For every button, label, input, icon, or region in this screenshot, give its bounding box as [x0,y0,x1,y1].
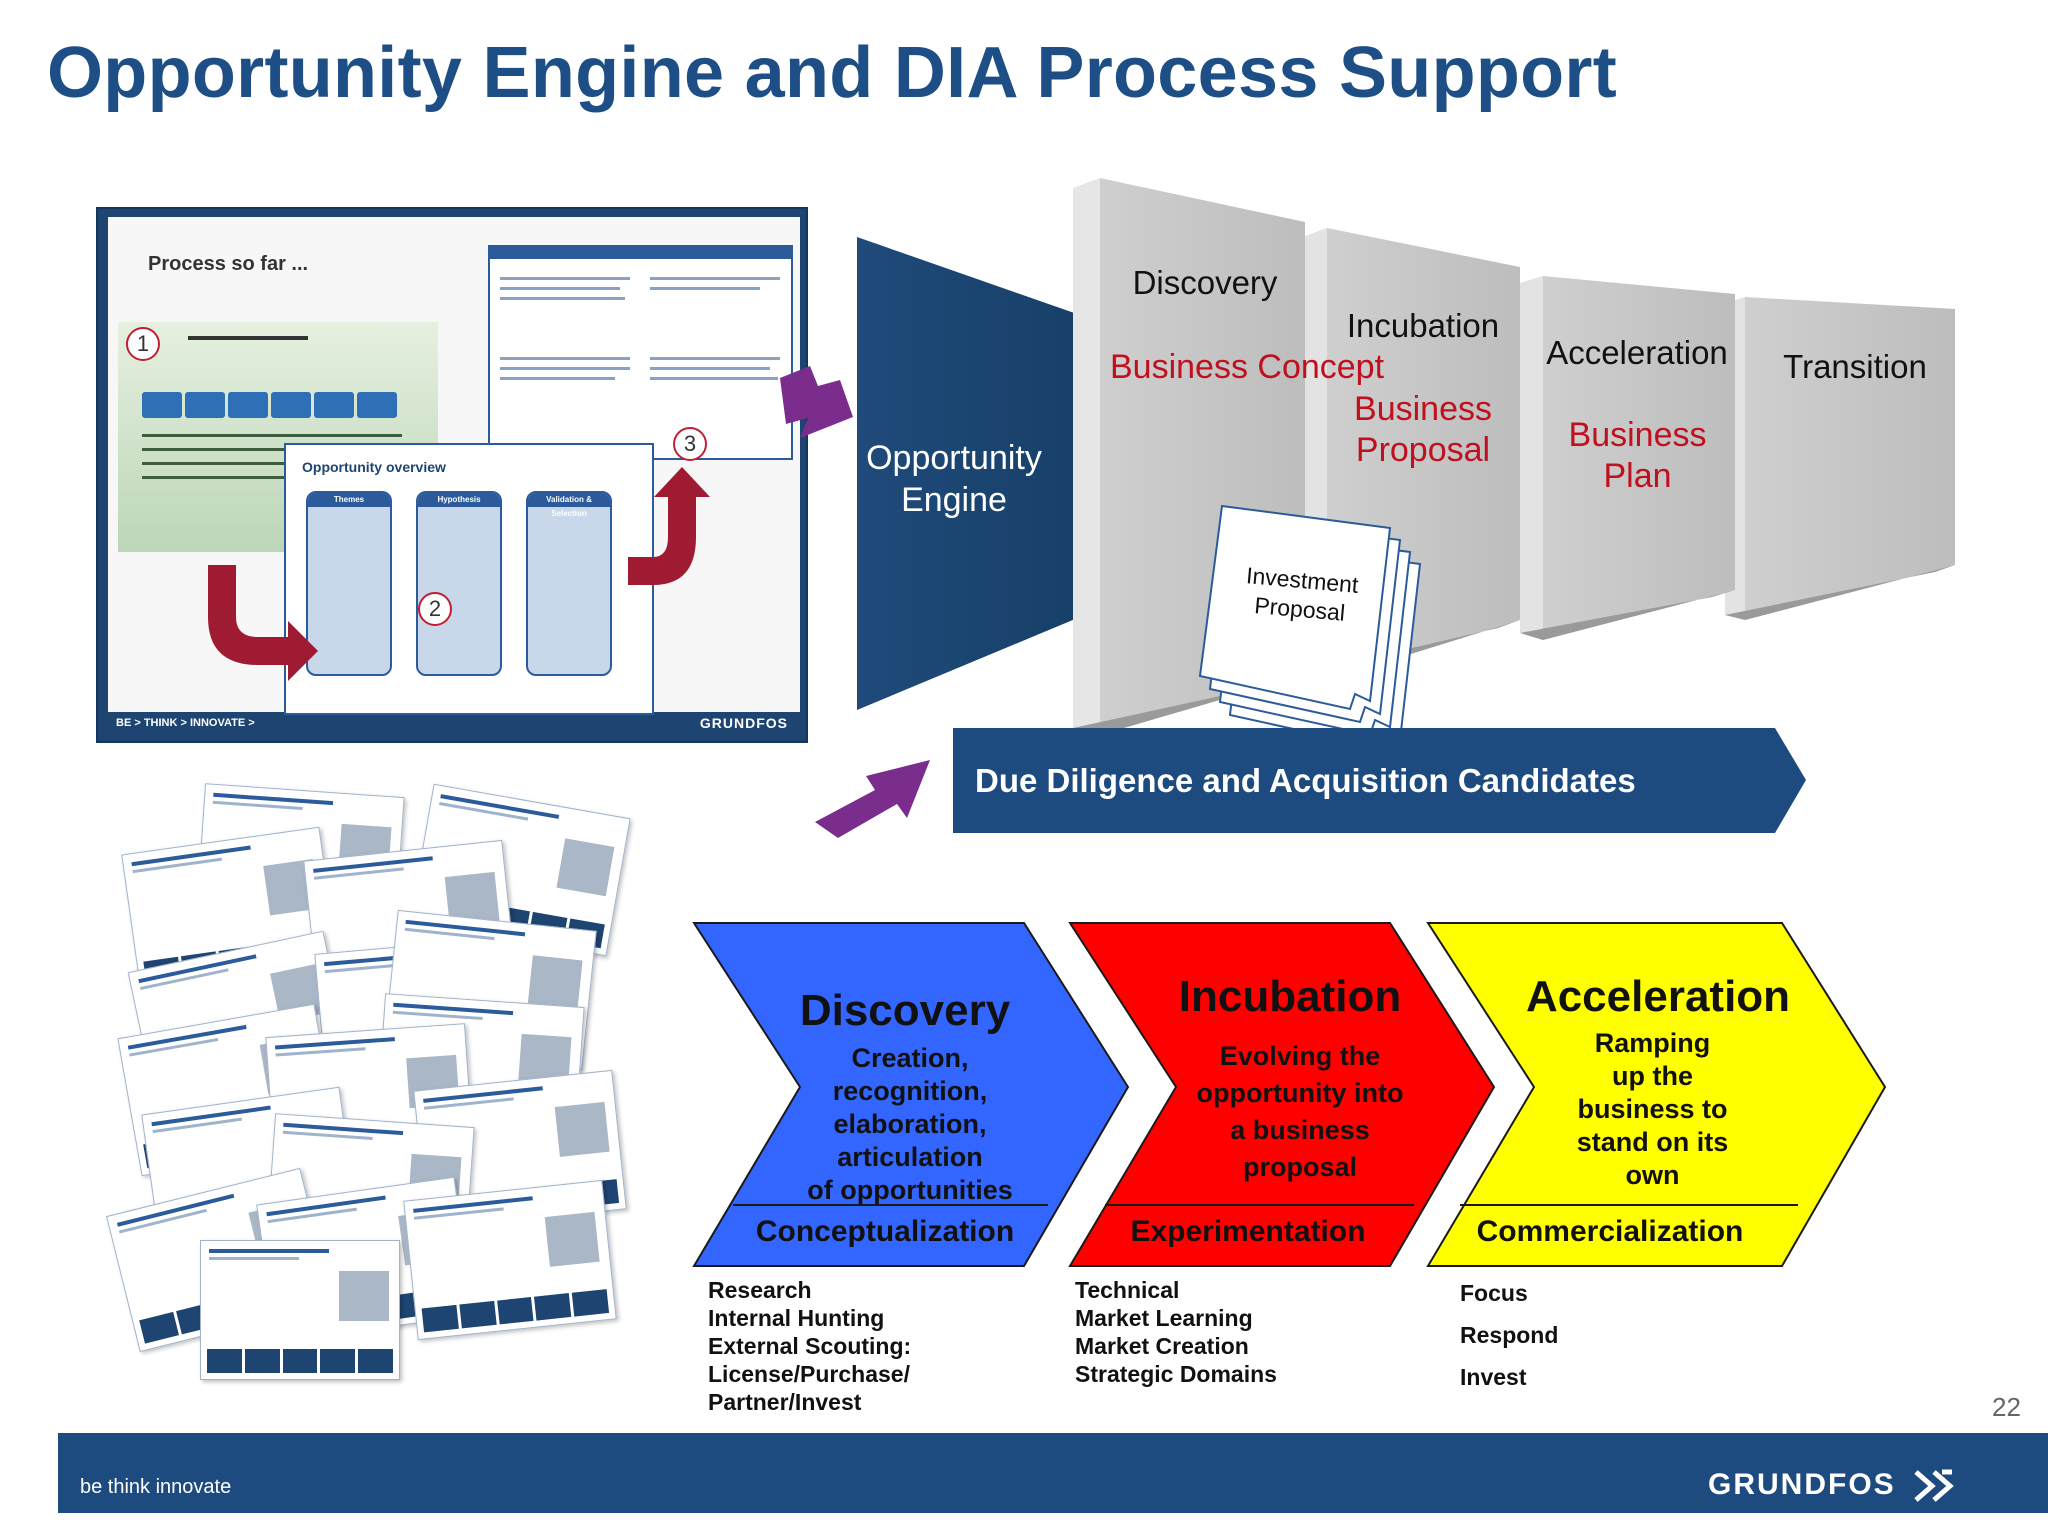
stage-acceleration-output: Business Plan [1568,416,1707,495]
chevron-discovery-body: Creation, recognition, elaboration, arti… [807,1043,1013,1205]
validation-column: Validation & Selection [526,491,612,676]
footer-band [58,1433,2048,1513]
arrow-to-due-diligence [815,760,930,838]
stage-transition-label: Transition [1783,348,1927,385]
footer-brand: GRUNDFOS [1708,1468,1956,1504]
chevron-acceleration-body: Ramping up the business to stand on its … [1576,1028,1729,1190]
framework-steps [142,392,397,418]
grundfos-logo-icon [1914,1469,1954,1502]
stage-incubation-label: Incubation [1346,307,1500,344]
due-diligence-band [953,728,1806,833]
due-diligence-label: Due Diligence and Acquisition Candidates [975,762,1636,799]
stage-acceleration-label: Acceleration [1546,334,1728,371]
footer-tagline: be think innovate [80,1476,232,1498]
chevron-incubation-footer: Experimentation [1130,1215,1366,1248]
investment-proposal-stack [1198,504,1422,750]
discovery-activities-list: Research Internal Hunting External Scout… [708,1277,912,1415]
incubation-activities-list: Technical Market Learning Market Creatio… [1075,1277,1277,1387]
opportunity-slides-collage [106,780,631,1380]
stage-discovery-output: Business Concept [1110,348,1385,386]
stage-panel-transition [1725,297,1955,620]
chevron-discovery-footer: Conceptualization [755,1215,1015,1248]
process-document [488,245,793,460]
hypothesis-column: Hypothesis [416,491,502,676]
chevron-incubation-title: Incubation [1178,972,1402,1021]
stage-panel-acceleration [1520,276,1735,640]
chevron-discovery [692,922,1130,1267]
brand-wordmark: GRUNDFOS [1708,1468,1896,1501]
page-number: 22 [1992,1392,2021,1422]
chevron-incubation [1068,922,1496,1267]
stage-incubation-output: Business Proposal [1354,390,1492,469]
opportunity-engine-funnel [857,237,1080,710]
thumbnail-arrows [208,467,710,681]
chevron-acceleration-footer: Commercialization [1476,1215,1744,1248]
chevron-incubation-body: Evolving the opportunity into a business… [1196,1041,1404,1182]
step-2-badge: 2 [418,592,452,626]
step-1-badge: 1 [126,327,160,361]
thumbnail-tagline: BE > THINK > INNOVATE > [116,717,255,729]
overview-title: Opportunity overview [302,459,446,475]
thumbnail-heading: Process so far ... [148,253,309,275]
thumbnail-brand: GRUNDFOS [699,715,788,731]
opportunity-engine-label: Opportunity Engine [866,439,1042,519]
investment-proposal-label: Investment Proposal [1245,562,1360,626]
chevron-acceleration-title: Acceleration [1525,972,1791,1021]
acceleration-activities-list: Focus Respond Invest [1460,1280,1559,1390]
arrow-to-engine [780,366,853,438]
opportunity-slide-card [200,1240,400,1380]
step-3-badge: 3 [673,427,707,461]
stage-discovery-label: Discovery [1132,264,1278,301]
opportunity-overview-panel: Opportunity overview Themes Hypothesis V… [284,443,654,715]
themes-column: Themes [306,491,392,676]
slide-title: Opportunity Engine and DIA Process Suppo… [47,33,1618,113]
thumbnail-canvas: Process so far ... [108,217,800,715]
process-thumbnail: Process so far ... [96,207,808,743]
chevron-discovery-title: Discovery [799,986,1011,1035]
chevron-acceleration [1426,922,1887,1267]
